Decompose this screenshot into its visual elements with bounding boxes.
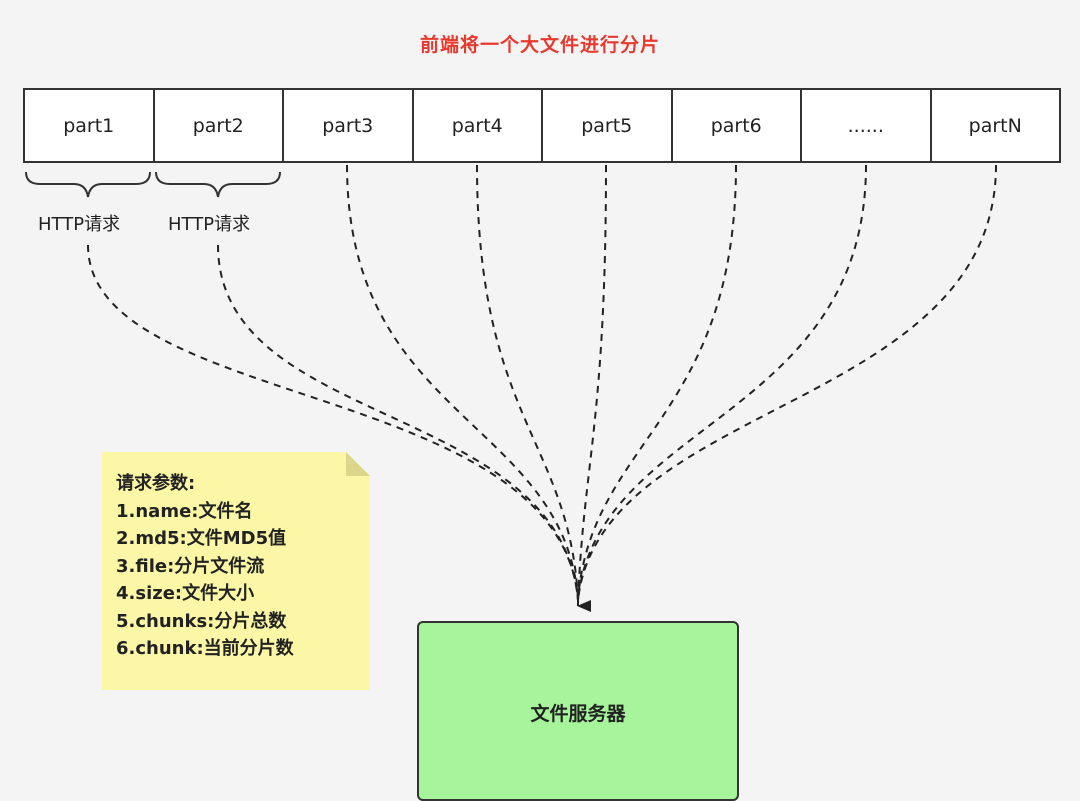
part-cell-6: part6 [673, 90, 802, 161]
part-cell-ellipsis: ...... [802, 90, 932, 161]
http-request-label-1: HTTP请求 [38, 214, 121, 235]
note-item: 4.size:文件大小 [116, 583, 255, 604]
part-cell-1: part1 [25, 90, 155, 161]
file-server-label: 文件服务器 [530, 703, 626, 725]
dashed-line-partn [577, 164, 997, 601]
brace-part1 [25, 171, 151, 198]
part-cell-n: partN [968, 114, 1022, 137]
note-item: 2.md5:文件MD5值 [116, 528, 287, 549]
note-item: 6.chunk:当前分片数 [116, 638, 294, 659]
dashed-line-part5 [577, 164, 607, 601]
file-server-box: 文件服务器 [417, 621, 739, 801]
dashed-line-part6 [577, 164, 737, 601]
note-item: 1.name:文件名 [116, 500, 253, 522]
part-cell-3: part3 [284, 90, 414, 161]
connector-lines [25, 164, 997, 612]
request-params-note: 请求参数: 1.name:文件名 2.md5:文件MD5值 3.file:分片文… [102, 452, 370, 690]
part-cell-4: part4 [414, 90, 543, 161]
dashed-line-ellipsis [577, 164, 867, 601]
dashed-line-part2 [217, 244, 579, 601]
brace-part2 [155, 171, 281, 198]
file-parts-row: part1 part2 part3 part4 part5 part6 ....… [23, 88, 1061, 163]
note-heading: 请求参数: [116, 473, 196, 494]
note-item: 3.file:分片文件流 [116, 555, 265, 577]
dashed-line-part4 [476, 164, 579, 601]
dashed-line-part1 [87, 244, 579, 601]
part-cell-5: part5 [543, 90, 673, 161]
diagram-title: 前端将一个大文件进行分片 [419, 34, 660, 56]
note-item: 5.chunks:分片总数 [116, 610, 287, 632]
part-cell-2: part2 [155, 90, 284, 161]
dashed-line-part3 [346, 164, 579, 601]
http-request-label-2: HTTP请求 [168, 214, 251, 235]
